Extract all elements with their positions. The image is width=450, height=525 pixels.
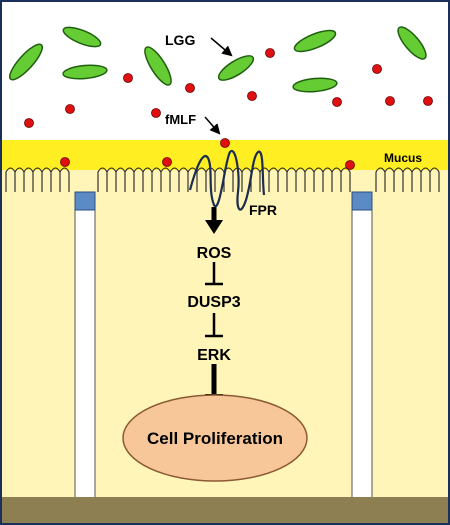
ligand-dot-icon — [265, 48, 275, 58]
ligand-dot-icon — [220, 138, 230, 148]
ligand-dot-icon — [185, 83, 195, 93]
ligand-dot-icon — [123, 73, 133, 83]
lgg-pointer-arrow — [210, 37, 233, 57]
erk-label: ERK — [197, 347, 231, 364]
bacterium-icon — [62, 26, 102, 48]
ros-label: ROS — [197, 245, 232, 262]
ligand-dot-icon — [24, 118, 34, 128]
ligand-dot-icon — [385, 96, 395, 106]
fpr-receptor-icon — [188, 149, 266, 211]
basement-membrane — [0, 497, 450, 525]
bacterium-icon — [9, 43, 43, 81]
fpr-label: FPR — [249, 202, 277, 218]
tight-junction-right — [351, 191, 373, 211]
bacterium-icon — [293, 29, 337, 53]
ligand-dot-icon — [372, 64, 382, 74]
microvilli — [5, 167, 440, 192]
intercellular-space-left — [74, 191, 96, 499]
ligand-dot-icon — [162, 157, 172, 167]
ligand-dot-icon — [332, 97, 342, 107]
ligand-dot-icon — [423, 96, 433, 106]
fmlf-label: fMLF — [165, 112, 196, 127]
dusp3-label: DUSP3 — [187, 294, 240, 311]
bacterium-icon — [62, 64, 108, 80]
ligand-dot-icon — [151, 108, 161, 118]
bacteria-group — [9, 26, 427, 93]
intercellular-space-right — [351, 191, 373, 499]
bacterium-icon — [292, 77, 338, 93]
nucleus-ellipse — [122, 394, 308, 482]
fmlf-ligands — [24, 48, 433, 170]
mucus-label: Mucus — [384, 151, 422, 165]
cell-proliferation-label: Cell Proliferation — [147, 429, 283, 448]
bacterium-icon — [144, 46, 172, 86]
tight-junction-left — [74, 191, 96, 211]
lgg-label: LGG — [165, 32, 195, 48]
ligand-dot-icon — [60, 157, 70, 167]
fmlf-pointer-arrow — [204, 116, 221, 135]
bacterium-icon — [217, 55, 255, 81]
ligand-dot-icon — [247, 91, 257, 101]
ligand-dot-icon — [65, 104, 75, 114]
bacterium-icon — [397, 26, 427, 60]
activation-arrowhead — [205, 220, 223, 234]
ligand-dot-icon — [345, 160, 355, 170]
